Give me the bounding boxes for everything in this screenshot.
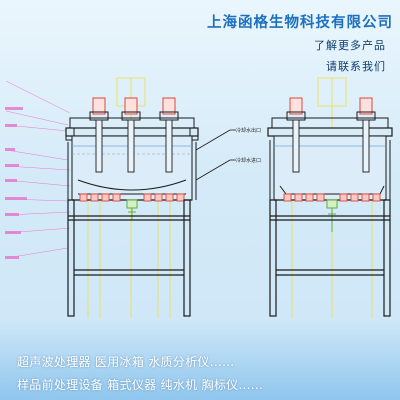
- cold-water-in-label: 冷却水进口: [236, 157, 261, 164]
- left-annotation-marks: [5, 107, 27, 259]
- left-transducers: [89, 97, 179, 173]
- product-tags-line1: 超声波处理器 医用冰箱 水质分析仪......: [17, 355, 235, 369]
- promo-text-line2: 请联系我们: [326, 60, 386, 73]
- left-stand: [67, 199, 191, 317]
- right-view: [267, 77, 393, 318]
- equipment-drawing: 冷却水出口 冷却水进口: [5, 77, 393, 318]
- right-transducers: [286, 97, 376, 173]
- promo-text-line1: 了解更多产品: [314, 39, 386, 52]
- cooling-pipes: [195, 129, 236, 181]
- left-drain: [126, 199, 138, 220]
- right-stand: [269, 199, 391, 317]
- cold-water-out-label: 冷却水出口: [236, 127, 261, 134]
- company-name: 上海函格生物科技有限公司: [207, 15, 393, 31]
- left-view: 冷却水出口 冷却水进口: [5, 77, 261, 318]
- right-sample-tubes: [283, 193, 381, 202]
- product-tags-line2: 样品前处理设备 箱式仪器 纯水机 胸标仪......: [17, 378, 264, 392]
- left-sample-tubes: [79, 193, 185, 202]
